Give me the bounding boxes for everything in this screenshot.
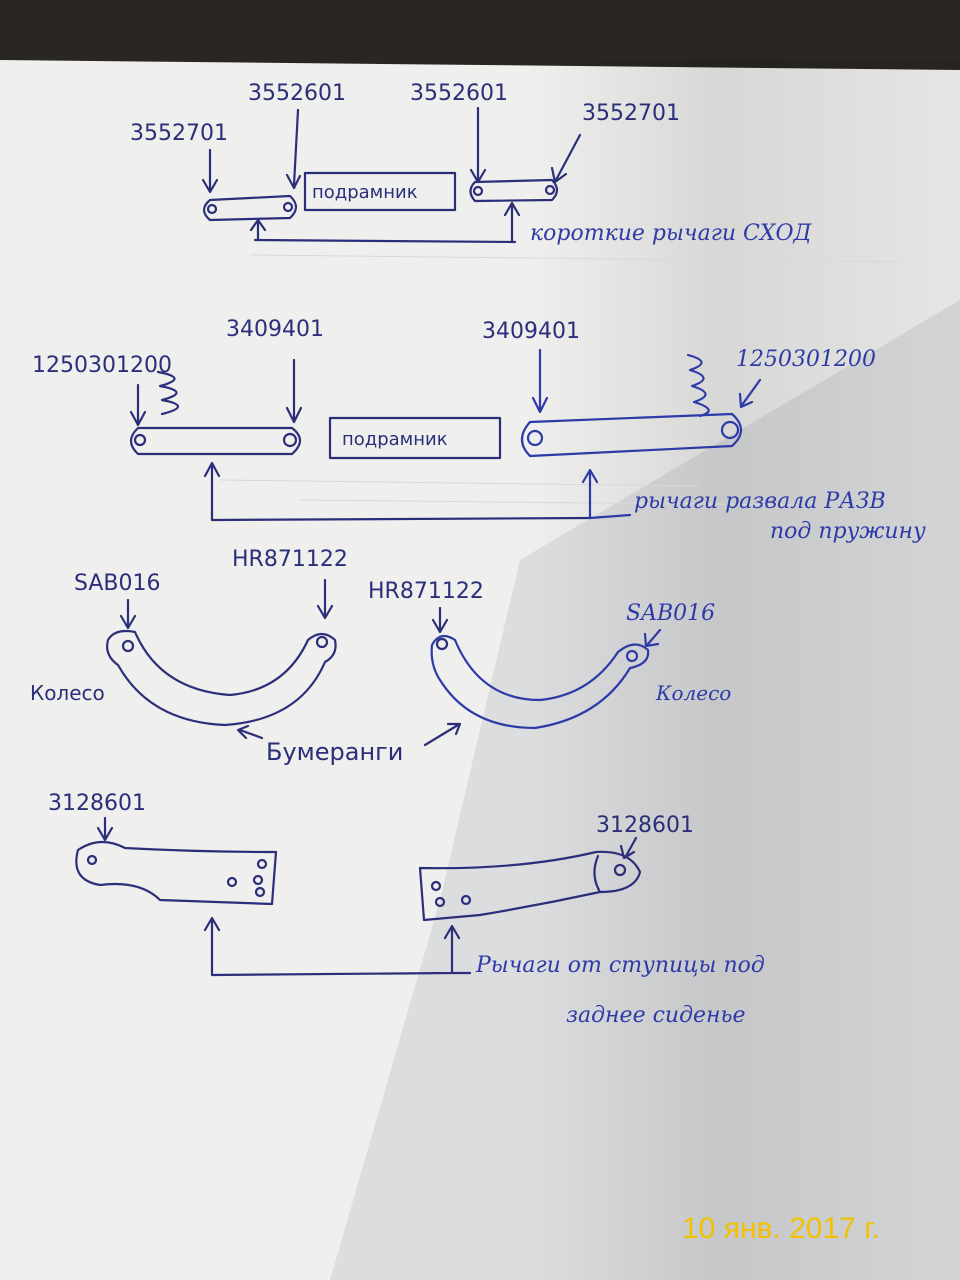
s3-arrow-2 — [316, 578, 334, 620]
s2-right-bush-1 — [526, 429, 544, 447]
s4-part-left: 3128601 — [48, 791, 146, 816]
s2-part-left-inner: 3409401 — [226, 317, 324, 342]
s1-part-left-inner: 3552601 — [248, 81, 346, 106]
s4-right-bush-outline — [593, 854, 602, 894]
s2-subframe-label: подрамник — [342, 429, 448, 450]
s3-caption-arrows — [236, 722, 462, 747]
section3-drawing: SAB016 HR871122 HR871122 SAB016 Колесо К… — [30, 547, 731, 766]
s2-left-arm — [129, 426, 302, 456]
s2-arrow-left-inner — [285, 358, 303, 424]
s4-left-hole-4 — [254, 886, 266, 898]
s3-part-right-outer: SAB016 — [626, 601, 715, 626]
s3-left-bush-2 — [315, 635, 329, 649]
s3-part-left-inner: HR871122 — [232, 547, 348, 572]
s2-caption-line2: под пружину — [770, 519, 926, 544]
s4-left-arm — [75, 840, 278, 906]
s4-arrow-left — [96, 816, 114, 842]
s1-pointer-lines — [249, 201, 521, 244]
s2-pointer-left — [203, 461, 592, 522]
s4-arrow-right — [619, 836, 638, 860]
s1-left-bush-2 — [282, 201, 294, 213]
s4-right-hole-2 — [434, 896, 446, 908]
shading-gradient — [0, 60, 960, 1280]
s2-arrow-left-spring — [129, 383, 147, 427]
s2-spring-left-icon — [156, 370, 180, 416]
s3-right-boomerang — [430, 634, 650, 730]
s1-left-arm — [202, 194, 298, 222]
s4-caption-line2: заднее сиденье — [566, 1003, 746, 1028]
s1-caption: короткие рычаги СХОД — [530, 221, 813, 246]
s1-arrow-1 — [201, 148, 219, 194]
s4-caption-line1: Рычаги от ступицы под — [475, 953, 765, 978]
s1-part-right-outer: 3552701 — [582, 101, 680, 126]
s4-right-hole-3 — [460, 894, 472, 906]
date-stamp: 10 янв. 2017 г. — [682, 1212, 880, 1245]
s2-part-left-spring: 1250301200 — [32, 353, 172, 378]
s4-right-arm — [418, 850, 642, 922]
s2-left-bush-2 — [282, 432, 298, 448]
s4-left-bush — [86, 854, 98, 866]
s1-part-left-outer: 3552701 — [130, 121, 228, 146]
s4-right-hole-1 — [430, 880, 442, 892]
s3-right-bush-1 — [435, 637, 449, 651]
s3-arrow-4 — [643, 628, 662, 648]
s1-arrow-2 — [285, 108, 302, 190]
s3-wheel-right: Колесо — [655, 681, 731, 705]
s3-wheel-left: Колесо — [30, 681, 105, 705]
s3-right-bush-2 — [625, 649, 639, 663]
s4-left-hole-3 — [252, 874, 264, 886]
s2-arrow-right-spring — [738, 378, 762, 409]
s3-arrow-1 — [119, 598, 137, 630]
s4-left-hole-2 — [226, 876, 238, 888]
s2-pointer-right — [581, 468, 632, 520]
s1-right-bush-1 — [472, 185, 484, 197]
section2-drawing: 1250301200 3409401 3409401 1250301200 по… — [32, 317, 926, 544]
s3-arrow-3 — [431, 606, 449, 634]
s2-subframe-box — [328, 416, 502, 460]
s2-arrow-right-inner — [531, 348, 549, 414]
s2-right-bush-2 — [720, 420, 740, 440]
s2-caption-line1: рычаги развала РАЗВ — [634, 489, 886, 514]
s4-pointer-lines — [203, 916, 472, 977]
s3-caption: Бумеранги — [266, 738, 403, 766]
s1-subframe-label: подрамник — [312, 182, 418, 203]
s1-subframe-box — [303, 171, 457, 212]
s1-right-arm — [469, 178, 559, 203]
s1-right-bush-2 — [544, 184, 556, 196]
s2-right-arm — [520, 412, 743, 458]
s2-spring-right-icon — [686, 353, 710, 418]
s3-left-bush-1 — [121, 639, 135, 653]
s1-left-bush-1 — [206, 203, 218, 215]
s4-part-right: 3128601 — [596, 813, 694, 838]
section1-drawing: 3552701 3552601 3552601 3552701 подрамни… — [130, 81, 813, 246]
s4-left-hole-1 — [256, 858, 268, 870]
s3-left-boomerang — [106, 629, 337, 727]
s1-part-right-inner: 3552601 — [410, 81, 508, 106]
s2-part-right-spring: 1250301200 — [736, 347, 876, 372]
section4-drawing: 3128601 3128601 Рычаги от ступицы под за… — [48, 791, 765, 1028]
s2-part-right-inner: 3409401 — [482, 319, 580, 344]
s4-right-bush — [613, 863, 627, 877]
ruled-lines — [219, 254, 901, 506]
s2-left-bush-1 — [133, 433, 147, 447]
s3-part-left-outer: SAB016 — [74, 571, 161, 596]
s3-part-right-inner: HR871122 — [368, 579, 484, 604]
